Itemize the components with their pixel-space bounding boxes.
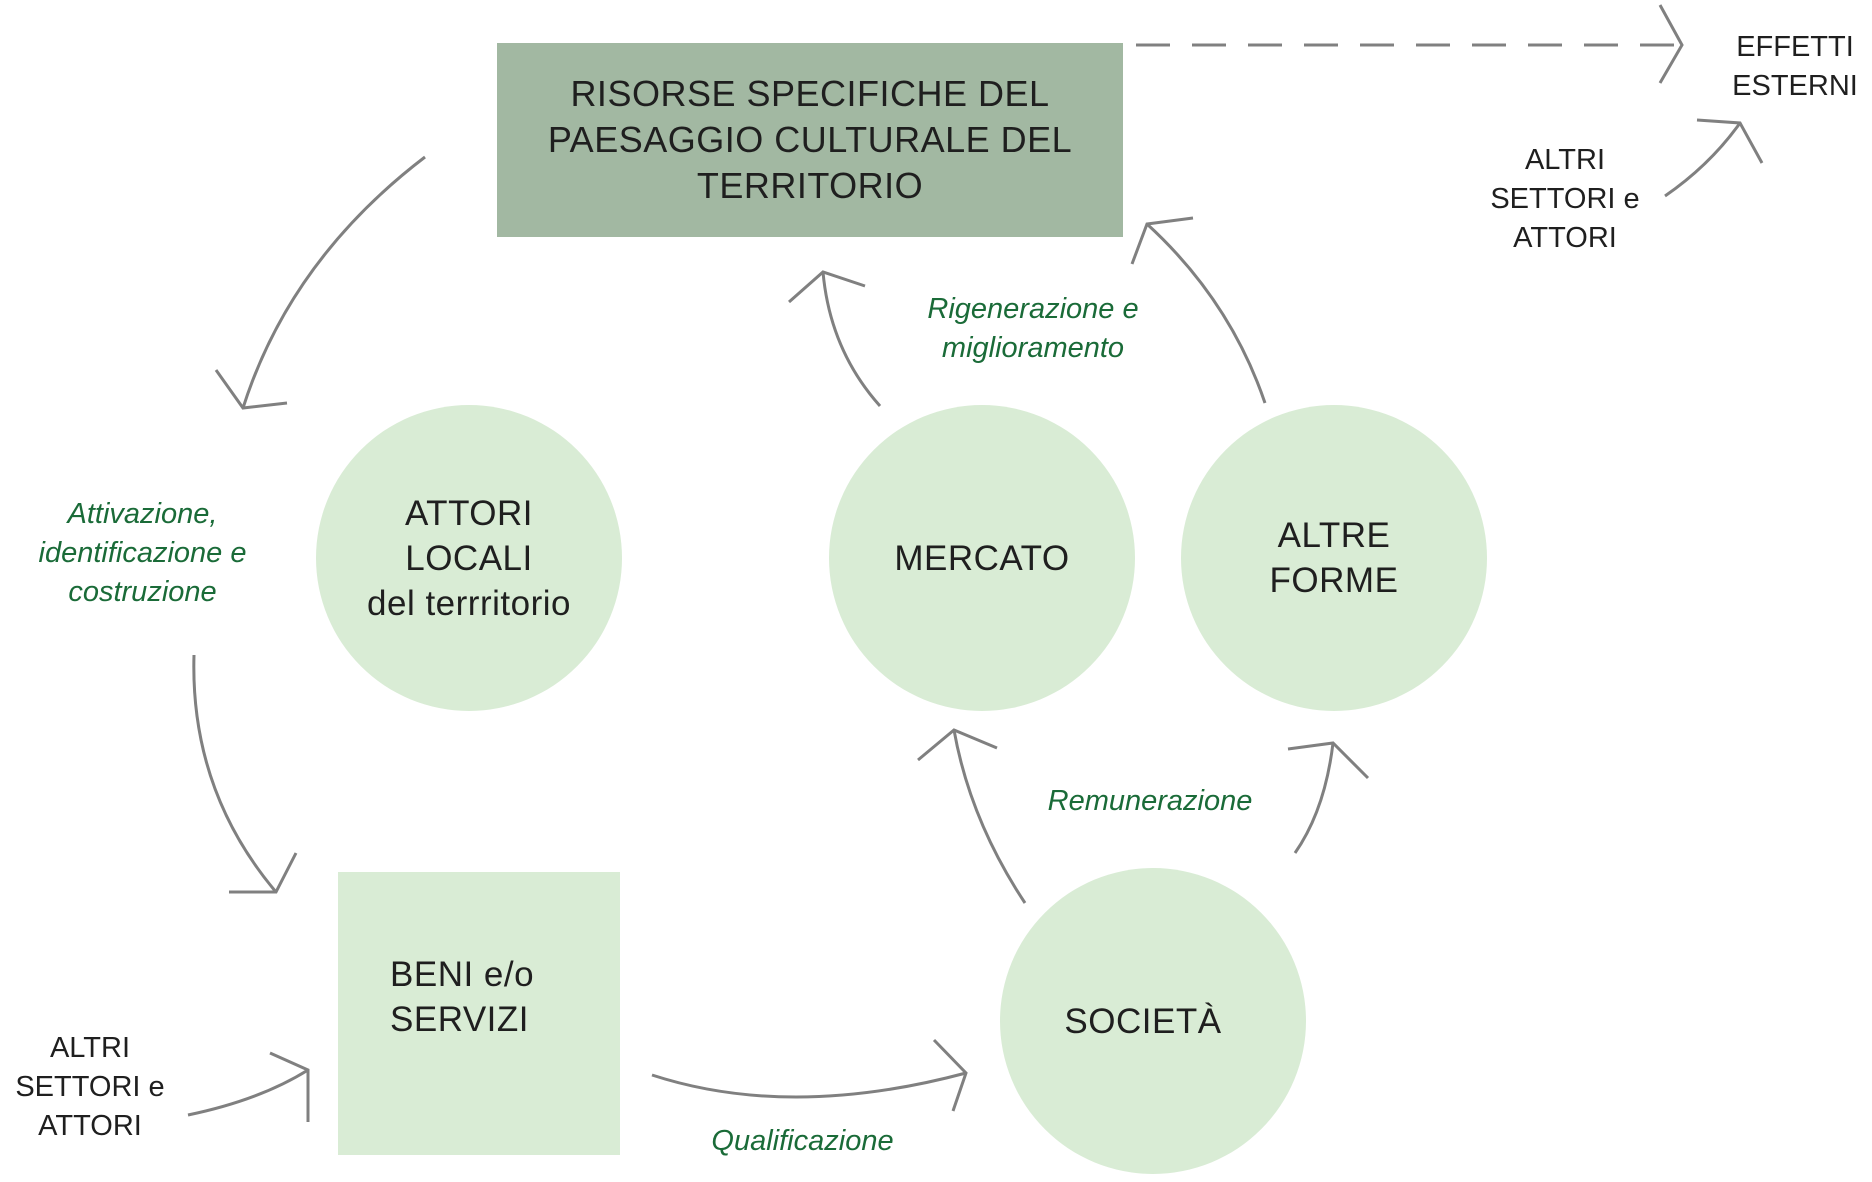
arrowhead-society-to-market: [917, 728, 998, 762]
other-sectors-top-line-3: ATTORI: [1513, 222, 1617, 254]
local-actors-line-3: del terrritorio: [367, 583, 571, 623]
arrowhead-goods-to-society: [932, 1038, 968, 1112]
other-sectors-top-line-2: SETTORI e: [1490, 183, 1640, 215]
activation-flow-label: Attivazione, identificazione e costruzio…: [0, 495, 285, 612]
arrow-other-forms-to-resources: [1145, 222, 1267, 404]
arrow-other-sectors-to-goods: [187, 1068, 309, 1117]
arrowhead-other-forms-to-resources: [1130, 216, 1194, 265]
other-forms-line-2: FORME: [1269, 561, 1399, 600]
other-sectors-bottom-line-1: ALTRI: [49, 1032, 131, 1064]
goods-services-box: BENI e/o SERVIZI: [338, 872, 620, 1155]
arrowhead-resources-to-actors: [214, 369, 288, 410]
resources-line-1: RISORSE SPECIFICHE DEL: [570, 73, 1050, 114]
arrow-other-sectors-to-effects: [1664, 122, 1742, 198]
resources-line-2: PAESAGGIO CULTURALE DEL: [547, 119, 1073, 160]
local-actors-line-2: LOCALI: [405, 538, 533, 578]
resources-line-3: TERRITORIO: [696, 165, 924, 206]
market-label: MERCATO: [894, 538, 1070, 578]
arrow-resources-to-actors: [241, 155, 426, 409]
other-sectors-bottom-line-3: ATTORI: [38, 1110, 142, 1142]
goods-line-1: BENI e/o: [390, 955, 535, 994]
other-sectors-bottom-label: ALTRI SETTORI e ATTORI: [0, 1029, 180, 1146]
society-circle: SOCIETÀ: [1000, 868, 1306, 1174]
society-label: SOCIETÀ: [1064, 1001, 1222, 1041]
goods-line-2: SERVIZI: [390, 1000, 530, 1039]
remuneration-line-1: Remunerazione: [1047, 785, 1253, 817]
external-effects-line-2: ESTERNI: [1732, 70, 1858, 102]
other-forms-circle: ALTRE FORME: [1181, 405, 1487, 711]
regeneration-flow-label: Rigenerazione e miglioramento: [880, 290, 1186, 368]
regeneration-line-1: Rigenerazione e: [927, 293, 1139, 325]
qualification-flow-label: Qualificazione: [660, 1122, 945, 1161]
arrow-market-to-resources: [821, 271, 882, 407]
arrow-society-to-other-forms: [1293, 742, 1335, 854]
other-forms-line-1: ALTRE: [1277, 516, 1391, 555]
resources-box: RISORSE SPECIFICHE DEL PAESAGGIO CULTURA…: [497, 43, 1123, 237]
remuneration-flow-label: Remunerazione: [1010, 782, 1290, 821]
other-sectors-top-line-1: ALTRI: [1524, 144, 1606, 176]
activation-line-1: Attivazione,: [67, 498, 218, 530]
local-actors-line-1: ATTORI: [404, 493, 534, 533]
arrowhead-other-sectors-to-effects: [1696, 118, 1764, 164]
qualification-line-1: Qualificazione: [711, 1125, 894, 1157]
local-actors-circle: ATTORI LOCALI del terrritorio: [316, 405, 622, 711]
other-sectors-bottom-line-2: SETTORI e: [15, 1071, 165, 1103]
arrowhead-other-sectors-to-goods: [269, 1051, 310, 1122]
external-effects-line-1: EFFETTI: [1736, 31, 1854, 63]
arrow-actors-to-goods: [192, 654, 278, 893]
regeneration-line-2: miglioramento: [941, 332, 1125, 364]
arrowhead-actors-to-goods: [229, 852, 298, 894]
activation-line-3: costruzione: [68, 576, 217, 608]
activation-line-2: identificazione e: [38, 537, 247, 569]
arrow-goods-to-society: [651, 1071, 967, 1099]
arrowhead-market-to-resources: [788, 270, 866, 304]
arrow-society-to-market: [952, 729, 1027, 904]
market-circle: MERCATO: [829, 405, 1135, 711]
external-effects-label: EFFETTI ESTERNI: [1720, 28, 1870, 106]
arrowhead-society-to-other-forms: [1287, 741, 1370, 780]
arrowhead-external-effects: [1658, 4, 1684, 84]
other-sectors-top-label: ALTRI SETTORI e ATTORI: [1470, 141, 1660, 258]
